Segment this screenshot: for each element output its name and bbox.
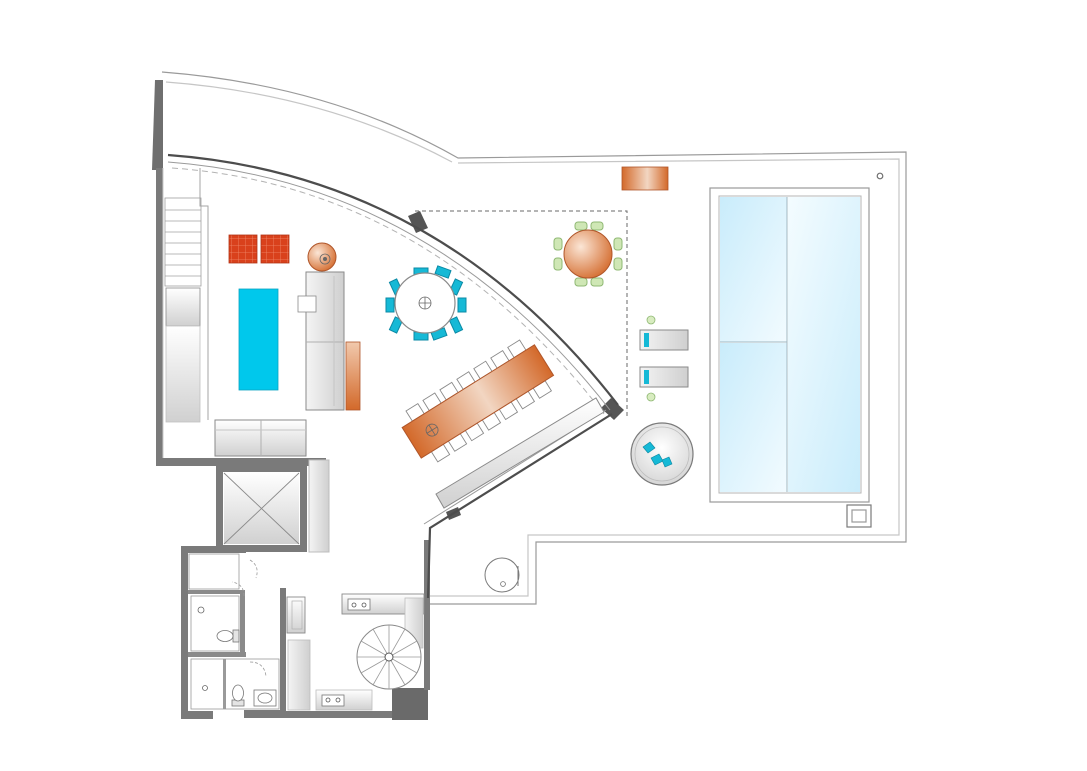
l-shaped-sofa [297,271,345,411]
round-dining-table [385,265,467,341]
wooden-bench [345,341,361,411]
terrace-bench [621,166,669,191]
straight-staircase [164,197,202,423]
rug-tile-left [228,234,258,264]
washbasin [253,689,277,707]
living-room [214,234,361,457]
curved-facade [167,153,619,599]
long-dining-table [401,339,555,463]
building-walls [152,80,624,720]
terrace [161,71,907,605]
terrace-round-table [553,221,623,287]
toilet-lower [231,684,245,707]
drain-icon [197,606,205,614]
bathroom-upper [188,553,258,652]
kitchen [286,593,425,711]
spiral-staircase-icon [357,625,421,689]
elevator-shaft [223,472,300,545]
door-swing-icon [231,581,245,597]
armchair [214,419,307,457]
swimming-pool [709,187,870,503]
sideboard [435,397,605,509]
drain-icon [876,172,884,180]
kitchen-sink [321,694,345,707]
cyan-rug [238,288,279,391]
terrace-drain-box [846,504,872,528]
round-daybed [630,422,694,486]
sun-lounger-1 [639,315,689,351]
drain-icon [202,685,208,691]
elevator-icon [223,472,300,545]
door-swing-icon [249,661,267,677]
outdoor-shower [484,557,520,593]
toilet-upper [216,629,240,643]
door-swing-icon [249,559,258,579]
round-side-table [307,242,337,272]
sun-lounger-2 [639,366,689,402]
bathroom-lower [190,658,280,710]
spiral-staircase [356,624,422,690]
rug-tile-right [260,234,290,264]
pergola-outline [415,210,628,418]
